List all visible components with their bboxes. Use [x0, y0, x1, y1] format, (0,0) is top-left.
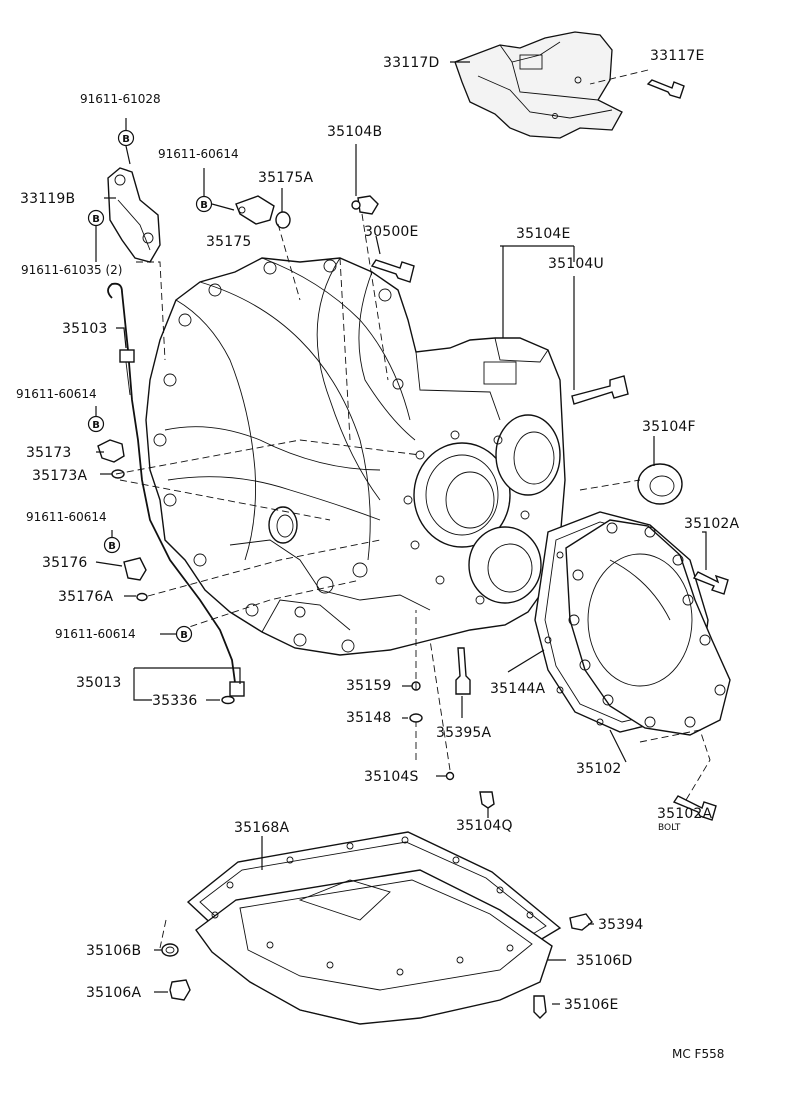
label-35106B: 35106B [86, 943, 141, 959]
bolt-symbol-2: B [195, 195, 213, 213]
leader-lines [95, 61, 707, 1005]
label-35104F: 35104F [642, 419, 696, 435]
label-35102: 35102 [576, 761, 622, 777]
label-35173: 35173 [26, 445, 72, 461]
label-35394: 35394 [598, 917, 644, 933]
label-30500E: 30500E [364, 224, 419, 240]
label-35103: 35103 [62, 321, 108, 337]
svg-text:B: B [108, 541, 116, 552]
svg-text:B: B [92, 420, 100, 431]
svg-text:B: B [122, 134, 130, 145]
label-35102A-bottom: 35102A [657, 806, 713, 822]
label-91611-60614-d: 91611-60614 [55, 627, 136, 641]
label-bolt-note: BOLT [658, 823, 681, 833]
label-35013: 35013 [76, 675, 122, 691]
dipstick-35103-drawing [107, 282, 245, 697]
label-35176: 35176 [42, 555, 88, 571]
label-91611-61028: 91611-61028 [80, 92, 161, 106]
label-35104U: 35104U [548, 256, 604, 272]
cover-35102-drawing [565, 519, 731, 736]
svg-text:B: B [200, 200, 208, 211]
label-35104B: 35104B [327, 124, 382, 140]
bolt-symbol-5: B [103, 536, 121, 554]
heat-shield-drawing [454, 31, 623, 139]
label-35106A: 35106A [86, 985, 142, 1001]
bolt-symbol-4: B [87, 415, 105, 433]
svg-text:B: B [180, 630, 188, 641]
label-91611-61035: 91611-61035 (2) [21, 263, 123, 277]
bolt-symbol-3: B [87, 209, 105, 227]
bracket-33119B-drawing [107, 167, 161, 263]
label-35104Q: 35104Q [456, 818, 513, 834]
label-35168A: 35168A [234, 820, 290, 836]
transaxle-case-drawing [145, 257, 566, 656]
label-35176A: 35176A [58, 589, 114, 605]
label-35106E: 35106E [564, 997, 619, 1013]
label-91611-60614-c: 91611-60614 [26, 510, 107, 524]
small-parts-drawing [97, 195, 729, 1019]
oil-pan-drawing [186, 831, 562, 1025]
label-35336: 35336 [152, 693, 198, 709]
label-91611-60614-b: 91611-60614 [16, 387, 97, 401]
label-35104E: 35104E [516, 226, 571, 242]
bolt-33117E-drawing [589, 69, 685, 99]
svg-text:B: B [92, 214, 100, 225]
label-35148: 35148 [346, 710, 392, 726]
label-33117D: 33117D [383, 55, 440, 71]
label-35173A: 35173A [32, 468, 88, 484]
label-35104S: 35104S [364, 769, 419, 785]
label-33119B: 33119B [20, 191, 75, 207]
label-35144A: 35144A [490, 681, 546, 697]
label-35106D: 35106D [576, 953, 633, 969]
label-35159: 35159 [346, 678, 392, 694]
label-33117E: 33117E [650, 48, 705, 64]
label-35102A-top: 35102A [684, 516, 740, 532]
label-35175A: 35175A [258, 170, 314, 186]
dashed-assembly-lines [115, 213, 711, 949]
label-35395A: 35395A [436, 725, 492, 741]
label-35175: 35175 [206, 234, 252, 250]
bolt-symbol-1: B [117, 129, 135, 147]
oil-seal-35104F-drawing [637, 463, 683, 505]
bolt-symbol-6: B [175, 625, 193, 643]
diagram-code: MC F558 [672, 1047, 724, 1061]
label-91611-60614-a: 91611-60614 [158, 147, 239, 161]
part-labels: 33117D 33117E 91611-61028 35104B 91611-6… [16, 48, 740, 1061]
